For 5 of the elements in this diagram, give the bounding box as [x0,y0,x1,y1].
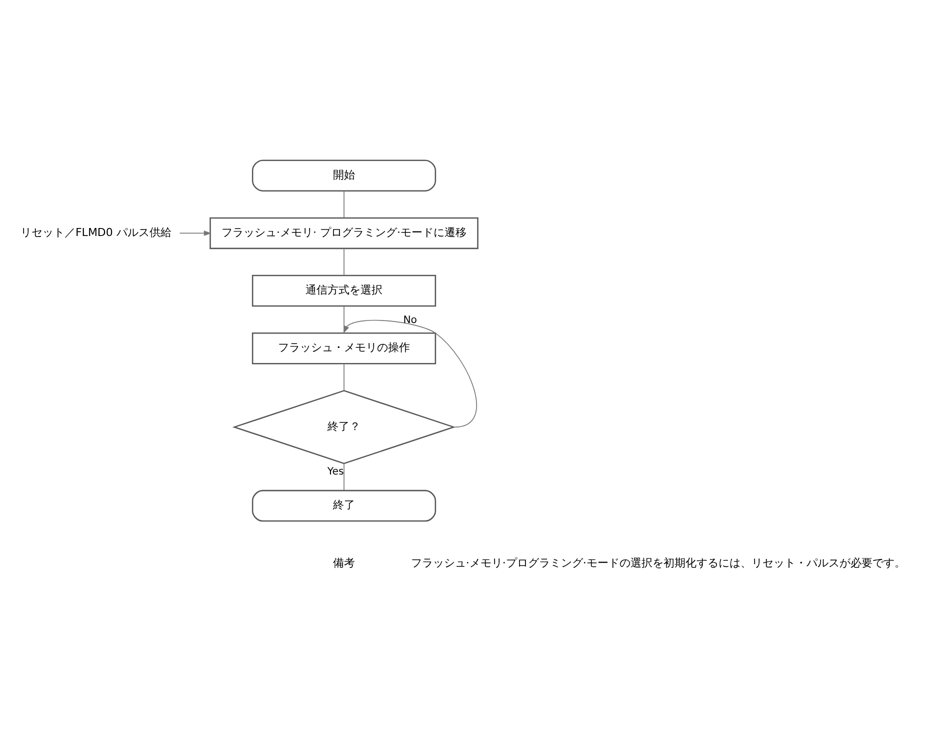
node-text: リセット／FLMD0 パルス供給 [20,226,172,239]
edge-label: No [403,314,418,326]
edge-label: Yes [327,466,344,478]
label: フラッシュ·メモリ·プログラミング·モードの選択を初期化するには、リセット・パルスが必要です。 [410,556,906,569]
label: 備考 [333,556,356,569]
